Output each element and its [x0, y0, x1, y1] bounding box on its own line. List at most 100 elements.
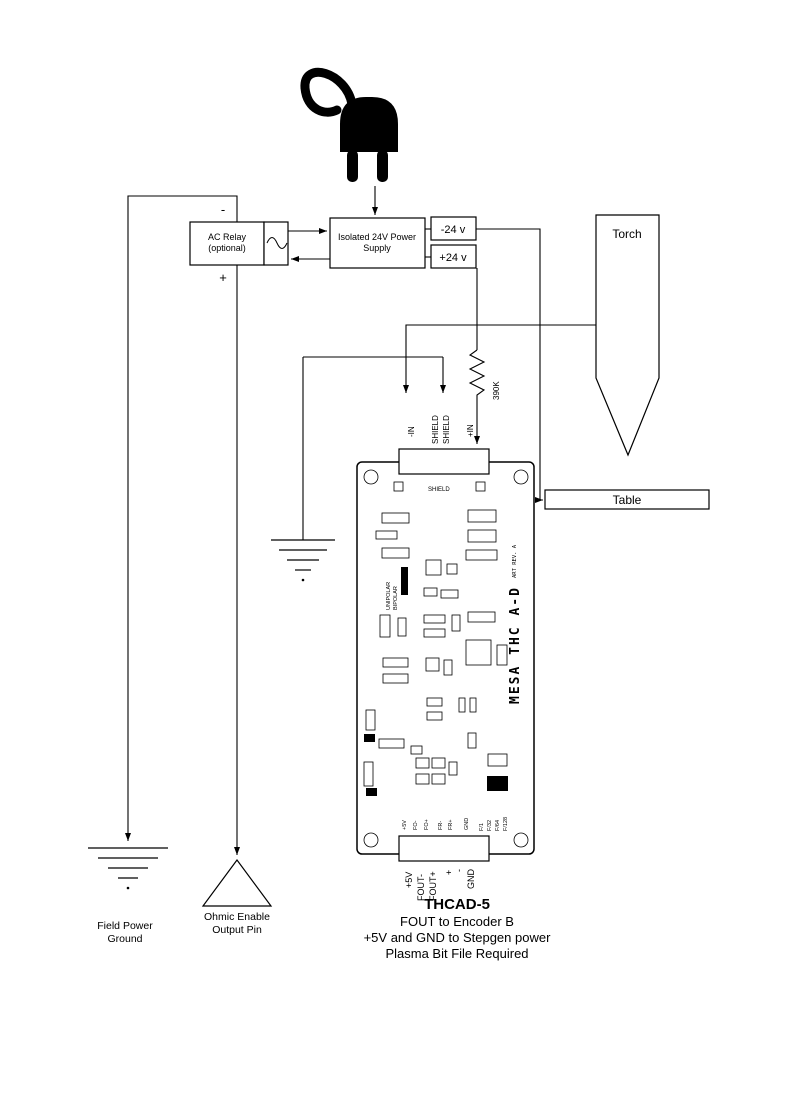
board-component [393, 481, 404, 492]
board-component [364, 734, 375, 742]
board-pin-fr-neg-silkscreen: FR- [438, 821, 444, 830]
caption-title: THCAD-5 [424, 896, 490, 913]
board-component [465, 639, 492, 666]
board-pin-fo-pos-silkscreen: FO+ [424, 819, 430, 830]
power-supply-label-line1: Isolated 24V Power [338, 232, 416, 242]
board-component [426, 697, 443, 707]
output-label-fout-neg: FOUT- [416, 874, 426, 901]
board-component [365, 709, 376, 731]
caption-line2: +5V and GND to Stepgen power [364, 930, 551, 945]
board-pin-fr-pos-silkscreen: FR+ [448, 819, 454, 830]
board-components [363, 481, 508, 796]
board-component [425, 559, 442, 576]
sine-wave-icon [266, 237, 288, 249]
output-label-gnd: GND [466, 869, 476, 890]
wire-relay-neg-to-field-ground [125, 195, 238, 841]
thcad-board: SHIELD MESA THC A-D ART REV. A UNIPOLAR … [356, 448, 535, 862]
ac-relay-label-line2: (optional) [208, 243, 246, 253]
resistor-icon [468, 349, 486, 401]
input-label-shield-a: SHIELD [431, 415, 440, 444]
board-component [381, 547, 410, 559]
board-component [401, 567, 408, 595]
board-pin-fo-neg-silkscreen: FO- [413, 820, 419, 830]
board-component [423, 628, 446, 638]
board-component [415, 757, 430, 769]
board-component [381, 512, 410, 524]
caption-line3: Plasma Bit File Required [385, 946, 528, 961]
pos24-box [430, 244, 477, 269]
board-component [431, 773, 446, 785]
input-label-shield-b: SHIELD [442, 415, 451, 444]
ac-relay-label-line1: AC Relay [208, 232, 247, 242]
board-component [397, 617, 407, 637]
power-supply-box [329, 217, 426, 269]
power-supply-label-line2: Supply [363, 243, 391, 253]
input-label-pos-in: +IN [466, 424, 475, 437]
field-ground-label-line1: Field Power [97, 920, 153, 932]
board-component [467, 529, 497, 543]
board-component [451, 614, 461, 632]
board-f64-silkscreen: F/64 [495, 820, 501, 831]
board-component [410, 745, 423, 755]
table-box [544, 489, 710, 510]
power-plug-icon [300, 67, 398, 182]
board-component [382, 673, 409, 684]
board-component [415, 773, 430, 785]
board-component [425, 657, 440, 672]
caption-line1: FOUT to Encoder B [400, 914, 514, 929]
board-component [448, 761, 458, 776]
board-component [423, 587, 438, 597]
board-component [487, 753, 508, 767]
output-label-minus: - [454, 869, 464, 872]
board-bipolar-silkscreen: BIPOLAR [393, 586, 399, 610]
earth-ground-icon [271, 539, 335, 582]
board-f128-silkscreen: F/128 [503, 817, 509, 831]
output-label-fout-pos: FOUT+ [428, 871, 438, 901]
ohmic-label-line1: Ohmic Enable [204, 911, 270, 923]
neg24-label: -24 v [441, 224, 466, 236]
mounting-hole [363, 469, 379, 485]
board-component [431, 757, 446, 769]
board-component [443, 659, 453, 676]
output-label-plus: + [444, 870, 454, 875]
board-component [475, 481, 486, 492]
board-component [378, 738, 405, 749]
board-component [440, 589, 459, 599]
plug-prong-left [347, 150, 358, 182]
ohmic-label-line2: Output Pin [212, 924, 262, 936]
plug-cord [300, 67, 357, 117]
board-title-silkscreen: MESA THC A-D [508, 586, 523, 704]
board-component [446, 563, 458, 575]
sine-symbol-box [263, 221, 289, 266]
plug-prong-right [377, 150, 388, 182]
board-unipolar-silkscreen: UNIPOLAR [386, 582, 392, 610]
field-ground-label-line2: Ground [107, 933, 142, 945]
board-component [458, 697, 466, 713]
board-component [423, 614, 446, 624]
mounting-hole [363, 832, 379, 848]
board-component [426, 711, 443, 721]
board-component [465, 549, 498, 561]
pos24-label: +24 v [439, 252, 467, 264]
wire-torch-to-neg-in [403, 324, 596, 393]
neg24-box [430, 216, 477, 241]
board-component [363, 761, 374, 787]
board-component [487, 776, 508, 791]
plug-body [340, 97, 398, 152]
board-rev-silkscreen: ART REV. A [512, 544, 518, 578]
relay-minus-label: - [221, 202, 225, 217]
board-component [469, 697, 477, 713]
board-component [366, 788, 377, 796]
board-component [375, 530, 398, 540]
resistor-value-label: 390K [492, 381, 501, 400]
output-label-5v: +5V [404, 872, 414, 888]
table-label: Table [613, 493, 642, 507]
board-shield-silkscreen: SHIELD [428, 487, 450, 493]
board-component [379, 614, 391, 638]
board-f32-silkscreen: F/32 [487, 820, 493, 831]
mounting-hole [513, 832, 529, 848]
board-pin-5v-silkscreen: +5V [402, 820, 408, 830]
mounting-hole [513, 469, 529, 485]
